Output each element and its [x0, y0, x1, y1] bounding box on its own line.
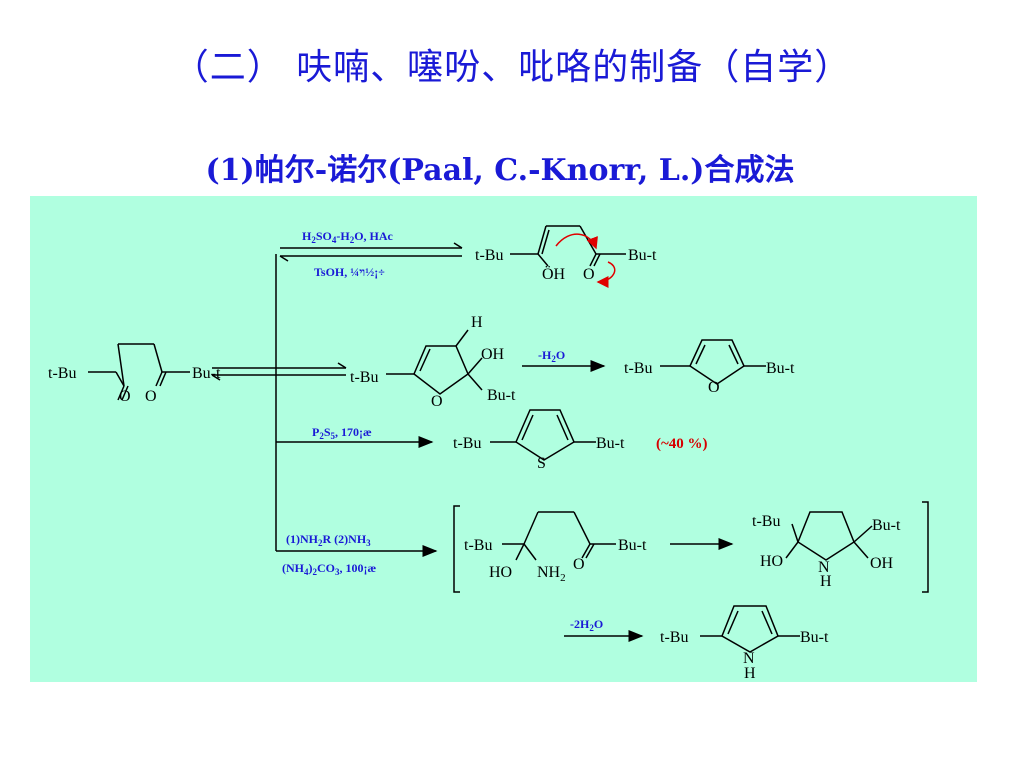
cyclic-ho: HO: [760, 553, 783, 570]
amino-nh2: NH2: [537, 564, 566, 584]
enol-tbu-left: t-Bu: [475, 247, 503, 264]
intermediate-brackets: [453, 501, 929, 593]
cyclic-nh-hydrogen: H: [820, 573, 832, 590]
thiophene-sulfur: S: [537, 455, 546, 472]
reaction-scheme-panel: t-Bu Bu-t O O H2SO4-H2O, HAc TsOH, ¼ױ½¡÷…: [30, 196, 977, 682]
cyclic-intermediate: [785, 511, 873, 561]
enol-structure: [510, 225, 626, 267]
cyclic-nitrogen: N: [818, 559, 830, 576]
amino-but-right: Bu-t: [618, 537, 647, 554]
equilibrium-arrows-hemiketal: [211, 362, 347, 381]
amino-ho: HO: [489, 564, 512, 581]
start-but-right: Bu-t: [192, 365, 221, 382]
hemiketal-structure: [386, 329, 483, 395]
enol-condition-bottom: TsOH, ¼ױ½¡÷: [314, 265, 385, 279]
hemiketal-tbu-left: t-Bu: [350, 369, 378, 386]
hemiketal-h: H: [471, 314, 483, 331]
cyclic-but: Bu-t: [872, 517, 901, 534]
furan-oxygen: O: [708, 379, 720, 396]
start-oxygen-2: O: [145, 388, 157, 405]
equilibrium-arrows-enol: [279, 242, 463, 262]
pyrrole-nitrogen: N: [743, 650, 755, 667]
furan-tbu-left: t-Bu: [624, 360, 652, 377]
furan-condition: -H2O: [538, 348, 565, 364]
electron-push-arrow-2: [596, 261, 616, 288]
page-title: （二） 呋喃、噻吩、吡咯的制备（自学）: [172, 47, 852, 88]
hemiketal-but-right: Bu-t: [487, 387, 516, 404]
furan-but-right: Bu-t: [766, 360, 795, 377]
amino-tbu-left: t-Bu: [464, 537, 492, 554]
pyrrole-tbu-left: t-Bu: [660, 629, 688, 646]
enol-but-right: Bu-t: [628, 247, 657, 264]
furan-structure: [660, 339, 766, 385]
pyrrole-structure: [700, 605, 800, 653]
reaction-scheme: t-Bu Bu-t O O H2SO4-H2O, HAc TsOH, ¼ױ½¡÷…: [48, 225, 929, 682]
amino-oxygen: O: [573, 556, 585, 573]
enol-condition-top: H2SO4-H2O, HAc: [302, 229, 394, 245]
enol-oxygen: O: [583, 266, 595, 283]
thiophene-condition: P2S5, 170¡æ: [312, 425, 372, 441]
enol-oh: ÖH: [542, 265, 566, 283]
thiophene-structure: [490, 409, 596, 461]
starting-diketone: [88, 343, 190, 401]
amination-condition-1: (1)NH2R (2)NH3: [286, 532, 371, 548]
thiophene-tbu-left: t-Bu: [453, 435, 481, 452]
electron-push-arrow-1: [555, 233, 598, 250]
pyrrole-condition: -2H2O: [570, 617, 603, 633]
cyclic-oh: OH: [870, 555, 894, 572]
start-tbu-left: t-Bu: [48, 365, 76, 382]
hemiketal-oxygen: O: [431, 393, 443, 410]
thiophene-but-right: Bu-t: [596, 435, 625, 452]
pyrrole-but-right: Bu-t: [800, 629, 829, 646]
thiophene-yield: (~40 %): [656, 436, 708, 452]
amino-intermediate: [502, 511, 616, 561]
page-subtitle: (1)帕尔-诺尔(Paal, C.-Knorr, L.)合成法: [205, 153, 795, 188]
hemiketal-oh: OH: [481, 346, 505, 363]
cyclic-tbu: t-Bu: [752, 513, 780, 530]
pyrrole-nh-hydrogen: H: [744, 665, 756, 682]
amination-condition-2: (NH4)2CO3, 100¡æ: [282, 561, 376, 577]
start-oxygen-1: O: [119, 388, 131, 405]
